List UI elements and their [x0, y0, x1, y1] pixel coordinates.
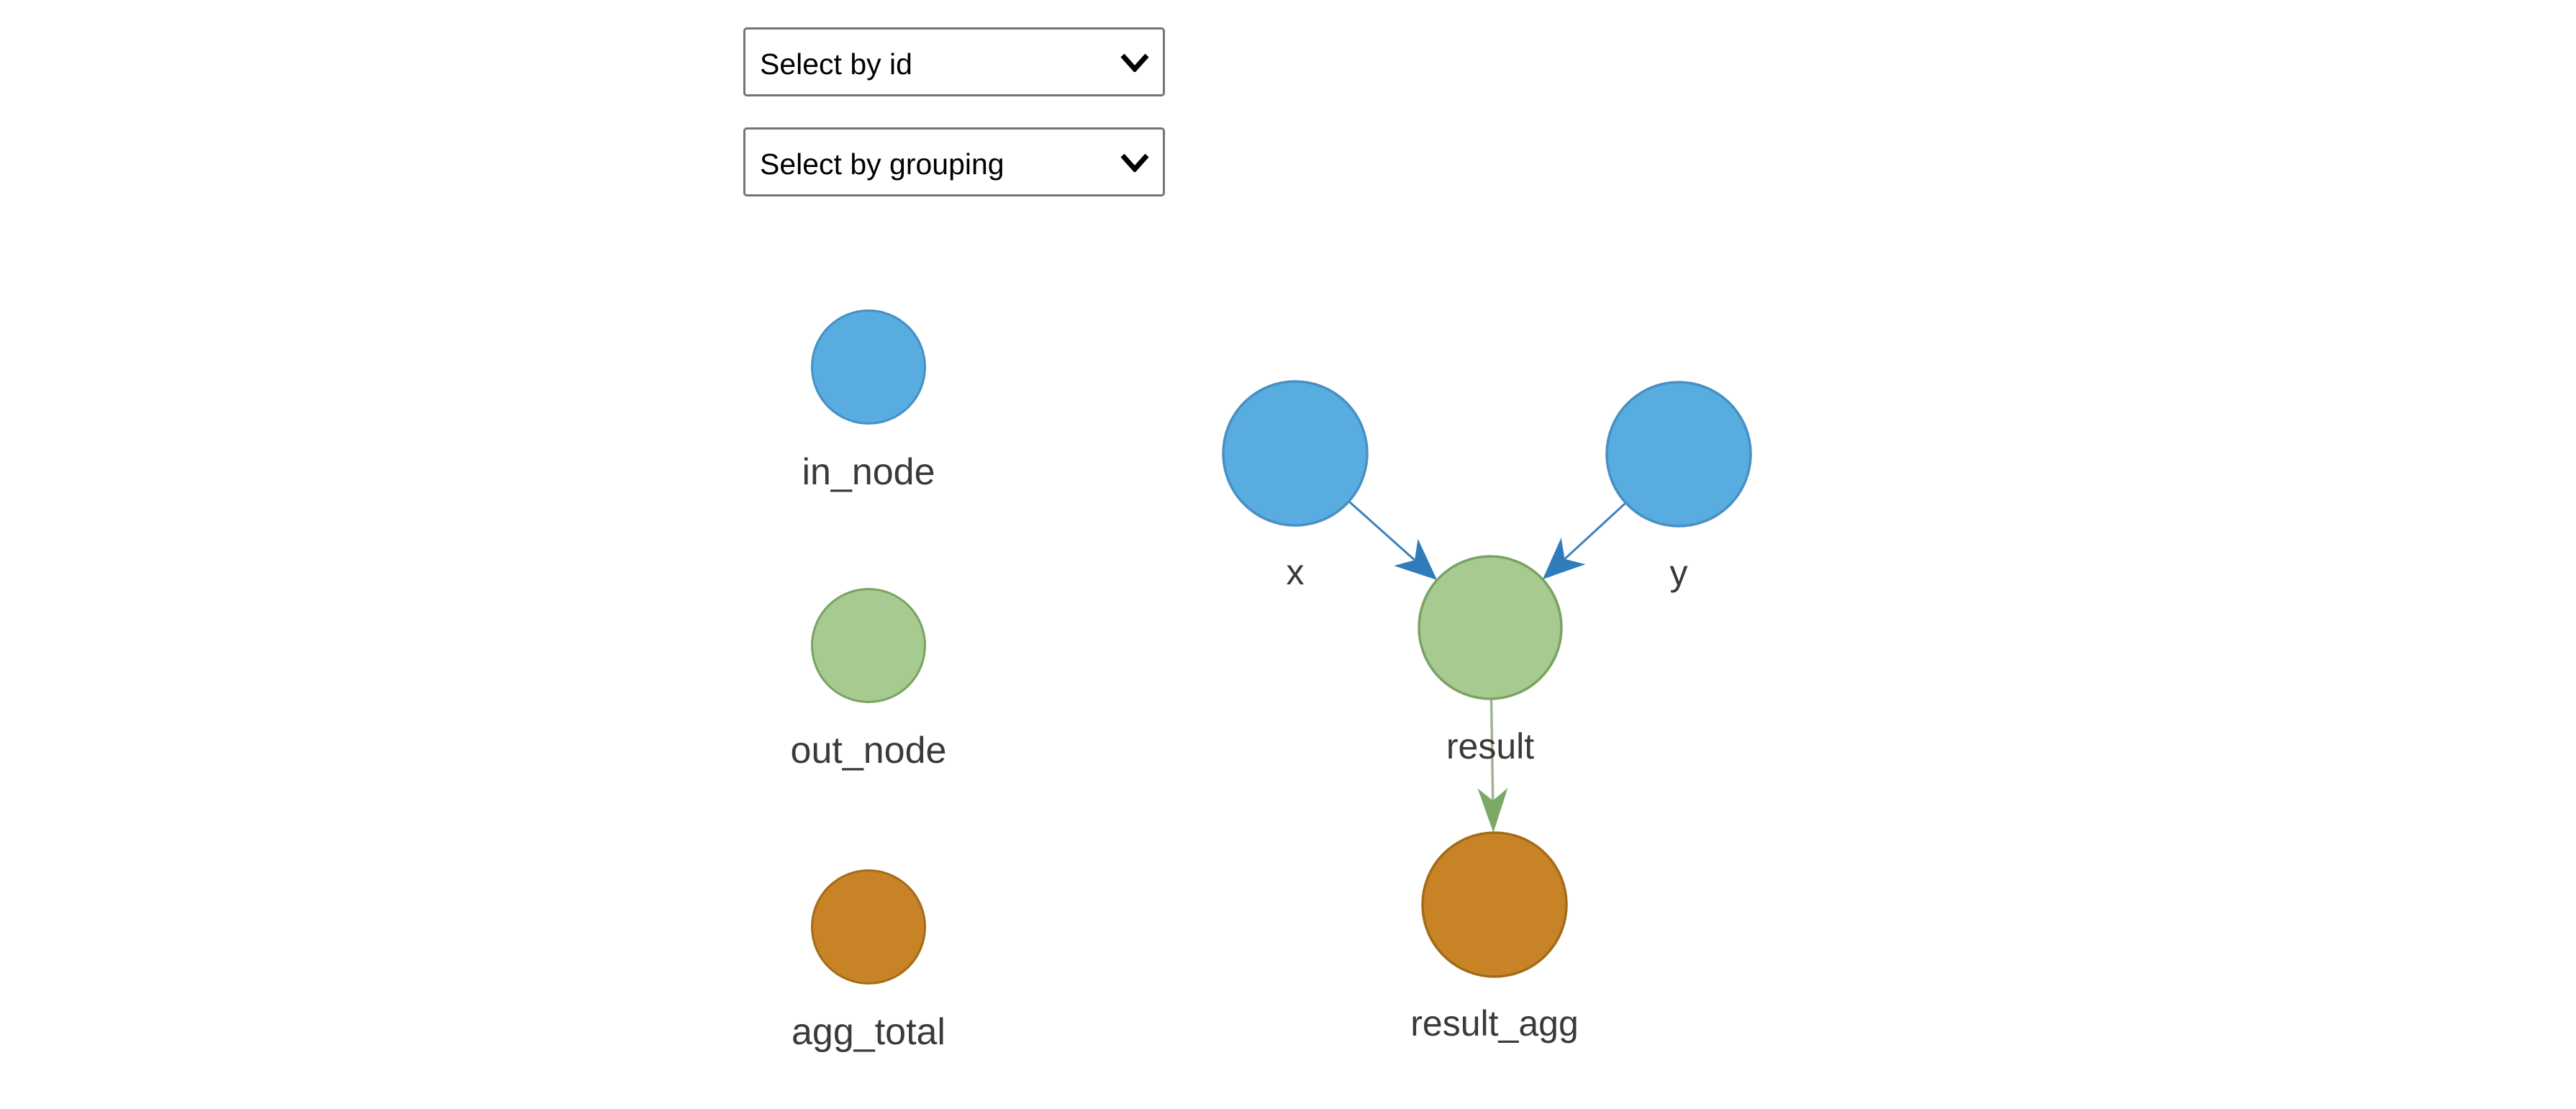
graph-node-label-y: y [1670, 553, 1688, 593]
select-by-grouping-wrap: Select by grouping [743, 127, 1165, 196]
out-node-circle-icon [811, 588, 926, 703]
graph-node-x[interactable] [1222, 380, 1369, 527]
graph-edge-y-result [1564, 502, 1627, 560]
graph-node-result_agg[interactable] [1421, 831, 1568, 978]
select-by-id[interactable]: Select by id [743, 27, 1165, 96]
select-by-id-wrap: Select by id [743, 27, 1165, 96]
graph-arrowhead-y-result [1542, 538, 1586, 579]
legend-item-in-node: in_node [739, 309, 998, 494]
agg-total-circle-icon [811, 869, 926, 984]
graph-edge-x-result [1348, 500, 1416, 561]
graph-edge-result-result_agg [1489, 698, 1495, 801]
graph-node-result[interactable] [1418, 555, 1563, 700]
legend-label-agg-total: agg_total [792, 1011, 945, 1053]
in-node-circle-icon [811, 309, 926, 425]
legend-label-out-node: out_node [790, 730, 947, 771]
graph-node-label-result_agg: result_agg [1410, 1003, 1579, 1044]
legend-item-agg-total: agg_total [739, 869, 998, 1054]
select-by-grouping[interactable]: Select by grouping [743, 127, 1165, 196]
graph-arrowhead-x-result [1394, 538, 1438, 581]
graph-node-y[interactable] [1605, 381, 1752, 528]
legend-item-out-node: out_node [739, 588, 998, 772]
graph-arrowhead-result-result_agg [1477, 787, 1508, 833]
graph-node-label-result: result [1446, 726, 1534, 766]
graph-node-label-x: x [1287, 552, 1305, 592]
legend-label-in-node: in_node [802, 451, 935, 493]
